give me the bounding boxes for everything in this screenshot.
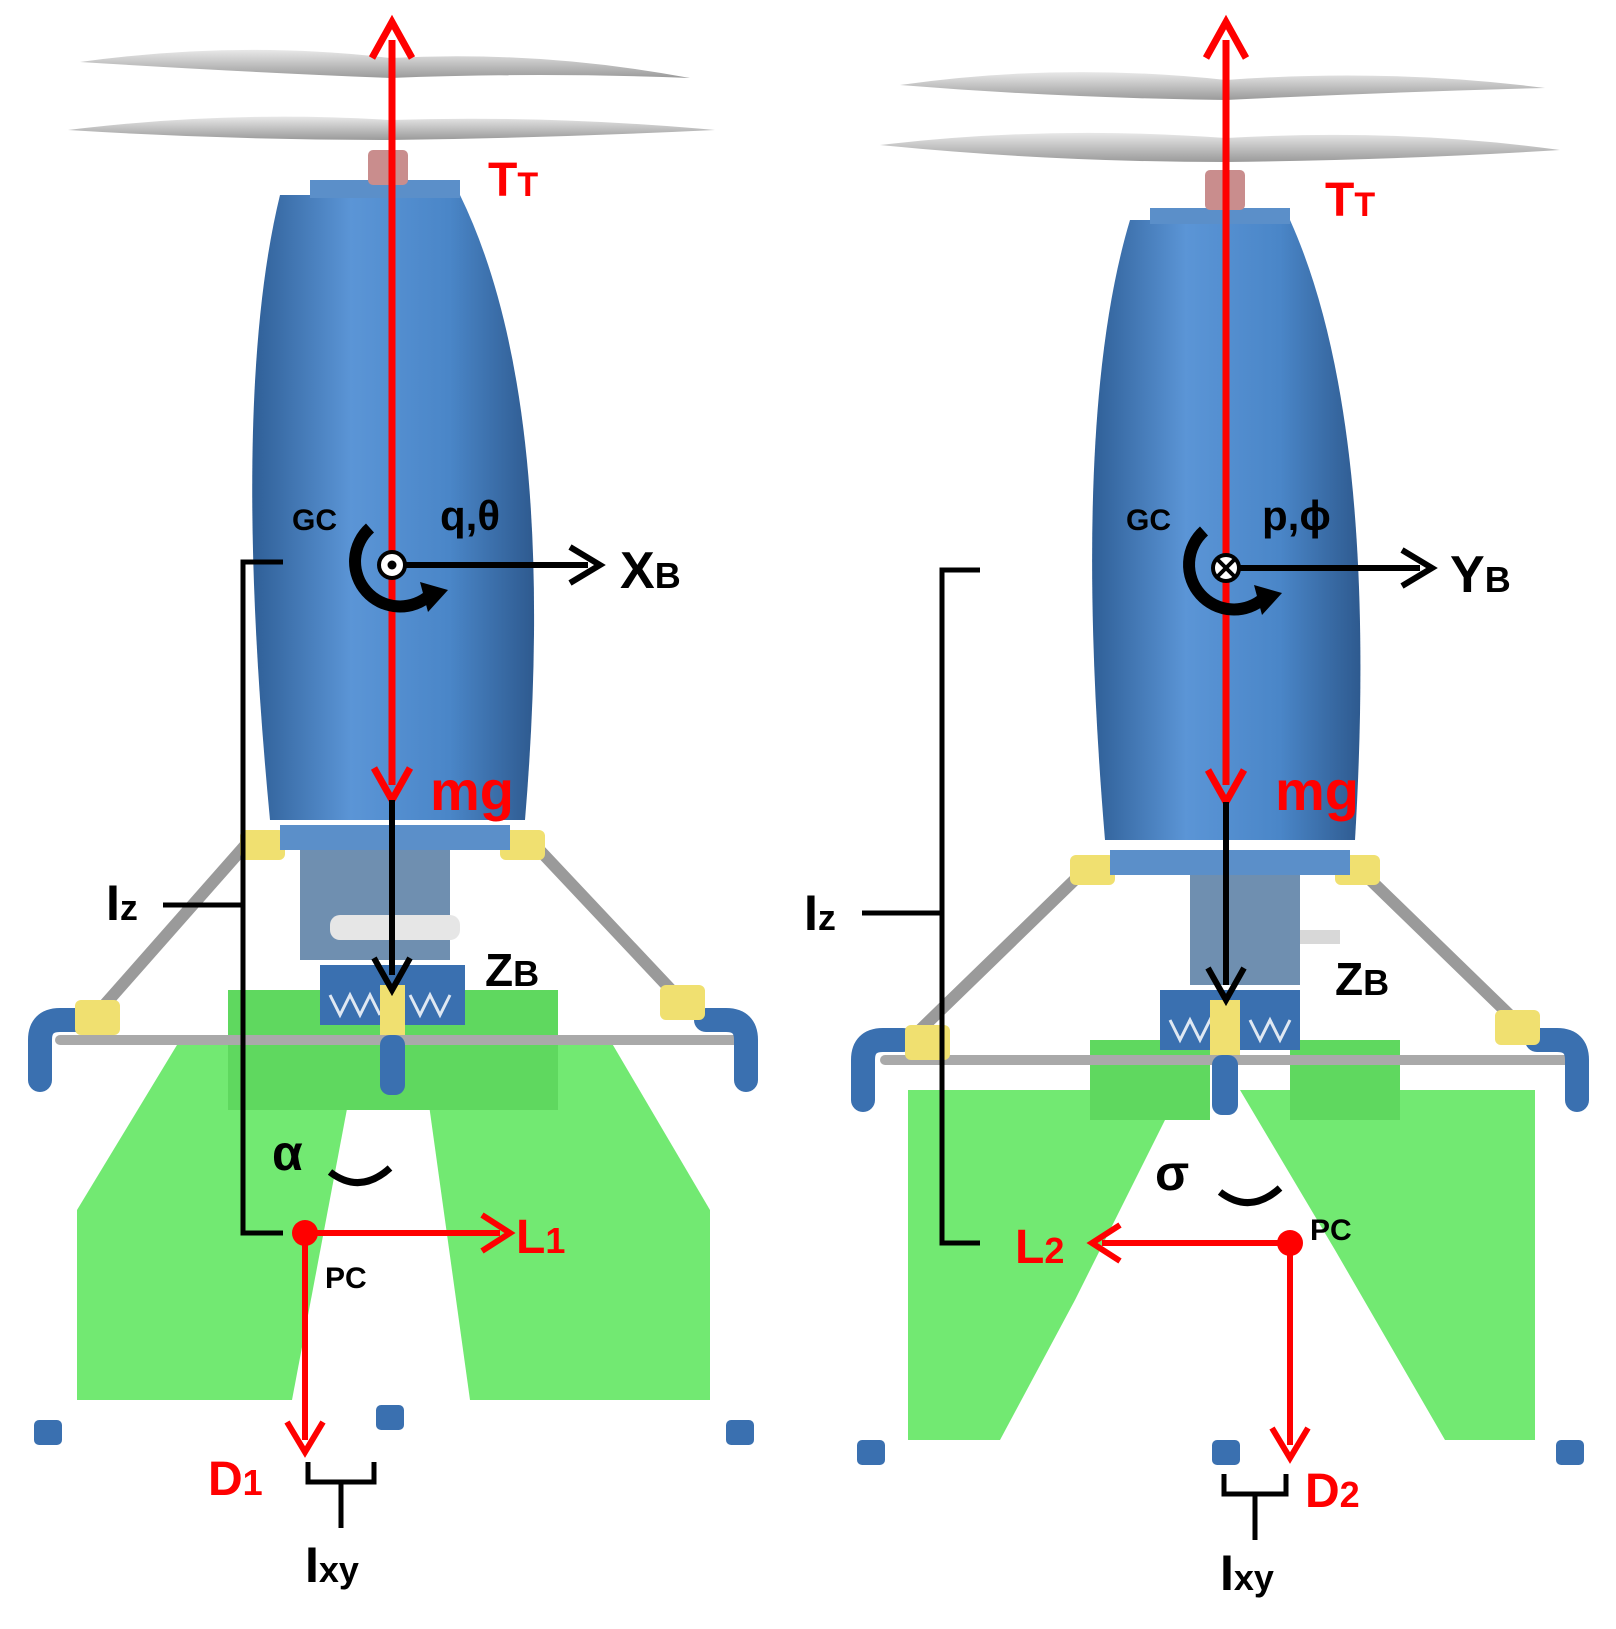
iz-bracket [163,559,283,1236]
pitch-rate-label: q,θ [440,492,500,539]
x-axis-label: XB [620,542,681,600]
lift-arrowhead [1086,1222,1122,1264]
panel-pitch: TT GC q,θ XB mg ZB Iz α L1 PC D1 Ixy [28,14,758,1593]
pitch-rotation-arrow [349,523,434,613]
z-axis-arrowhead [1205,966,1247,1007]
landing-frame [851,855,1589,1465]
roll-rotation-arrow [1183,526,1268,616]
gc-label: GC [292,504,337,537]
ixy-label: Ixy [1220,1545,1274,1601]
roll-rotation-arrowhead [1254,585,1282,615]
sigma-label: σ [1155,1145,1189,1201]
ixy-bracket [305,1462,377,1528]
rotor-blades [880,72,1560,210]
pc-label: PC [1310,1214,1352,1247]
servo-mechanism [280,825,510,1095]
fin-assembly [908,1040,1535,1440]
y-axis-label: YB [1450,546,1511,604]
pc-label: PC [325,1262,367,1295]
alpha-label: α [272,1125,303,1181]
z-axis-label: ZB [1335,953,1389,1005]
landing-frame [28,830,758,1445]
drag-arrowhead [284,1420,326,1458]
iz-label: Iz [804,885,836,941]
pitch-rotation-arrowhead [420,582,448,612]
thrust-arrowhead [368,14,416,60]
lift-label: L1 [516,1211,565,1264]
z-axis-arrowhead [371,956,413,997]
lift-label: L2 [1015,1221,1064,1274]
thrust-arrowhead [1202,14,1250,60]
ixy-bracket [1221,1474,1289,1540]
lift-arrowhead [480,1212,516,1254]
iz-label: Iz [106,875,138,931]
iz-bracket [862,567,980,1246]
drag-arrowhead [1269,1426,1311,1464]
cross-into-page-icon [1211,553,1241,583]
drag-label: D2 [1305,1465,1360,1518]
y-axis-arrowhead [1400,547,1438,589]
thrust-label: TT [488,154,538,207]
gc-label: GC [1126,504,1171,537]
roll-rate-label: p,ϕ [1262,492,1331,539]
panel-roll: TT GC p,ϕ YB mg ZB Iz σ L2 PC D2 Ixy [804,14,1589,1601]
ixy-label: Ixy [305,1537,359,1593]
servo-mechanism [1110,850,1350,1115]
z-axis-label: ZB [485,944,539,996]
weight-label: mg [1275,759,1359,822]
sigma-arc [1217,1185,1283,1207]
thrust-label: TT [1325,174,1375,227]
drag-label: D1 [208,1453,263,1506]
x-axis-arrowhead [568,544,606,586]
alpha-arc [327,1165,393,1187]
dot-out-of-page-icon [377,550,407,580]
weight-label: mg [430,759,514,822]
